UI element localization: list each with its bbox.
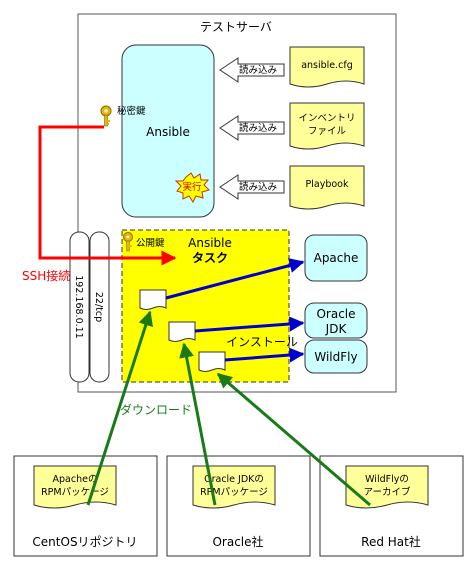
download-label: ダウンロード [120,402,192,417]
ansible-cfg-label: ansible.cfg [301,60,353,71]
public-key-icon [123,232,133,252]
oracle-jdk-service-box [304,302,368,339]
read-arrow-1-label: 読み込み [239,64,277,76]
apache-rpm-label-line2: RPMパッケージ [41,487,109,498]
oracle-jdk-rpm-label-line1: Oracle JDKの [204,474,264,485]
read-arrow-2 [219,115,285,141]
oracle-jdk-label-line1: Oracle [316,307,355,321]
apache-service-box [304,234,368,282]
apache-rpm-doc [33,465,117,509]
run-label: 実行 [182,181,202,193]
download-arrow-wildfly [216,372,371,507]
wildfly-label: WildFly [314,350,357,364]
task-title-line2: タスク [192,251,228,265]
wildfly-archive-label-line2: アーカイブ [364,486,411,498]
download-arrow-apache [86,310,154,506]
redhat-label: Red Hat社 [361,534,421,549]
download-arrow-jdk [179,342,217,506]
read-arrow-3 [219,174,285,200]
port-interface-bar [89,231,110,383]
private-key-icon [100,105,112,127]
inventory-label-line2: ファイル [308,126,347,137]
private-key-label: 秘密鍵 [117,105,146,117]
apache-package-doc [139,289,167,310]
jdk-package-doc [168,321,196,342]
install-arrow-wildfly [224,347,305,363]
centos-repo-label: CentOSリポジトリ [32,535,137,549]
wildfly-archive-label-line1: WildFlyの [365,474,409,485]
apache-rpm-label-line1: Apacheの [53,474,98,485]
read-arrow-1 [219,57,285,83]
ssh-connection-line [38,125,177,266]
oracle-jdk-label-line2: JDK [325,322,348,336]
server-title: テストサーバ [200,20,272,34]
ansible-cfg-file [289,46,365,88]
oracle-label: Oracle社 [212,534,263,549]
inventory-file [289,102,365,150]
oracle-jdk-rpm-label-line2: RPMパッケージ [200,487,268,498]
wildfly-package-doc [198,351,226,372]
ansible-label: Ansible [146,125,190,139]
run-burst-icon [174,172,210,203]
ip-label: 192.168.0.11 [73,275,84,338]
inventory-label-line1: インベントリ [298,113,355,124]
apache-label: Apache [314,251,359,265]
task-title-line1: Ansible [188,236,232,250]
wildfly-service-box [304,339,368,374]
wildfly-archive-doc [345,465,429,509]
install-label: インストール [226,335,298,349]
install-arrow-apache [165,258,305,300]
install-arrow-jdk [194,316,305,333]
public-key-label: 公開鍵 [136,237,165,249]
ssh-label: SSH接続 [22,268,70,283]
playbook-label: Playbook [306,179,349,190]
port-label: 22/tcp [93,292,104,322]
playbook-file [289,165,365,210]
read-arrow-3-label: 読み込み [239,181,277,193]
read-arrow-2-label: 読み込み [239,122,277,134]
ip-interface-bar [69,231,90,383]
